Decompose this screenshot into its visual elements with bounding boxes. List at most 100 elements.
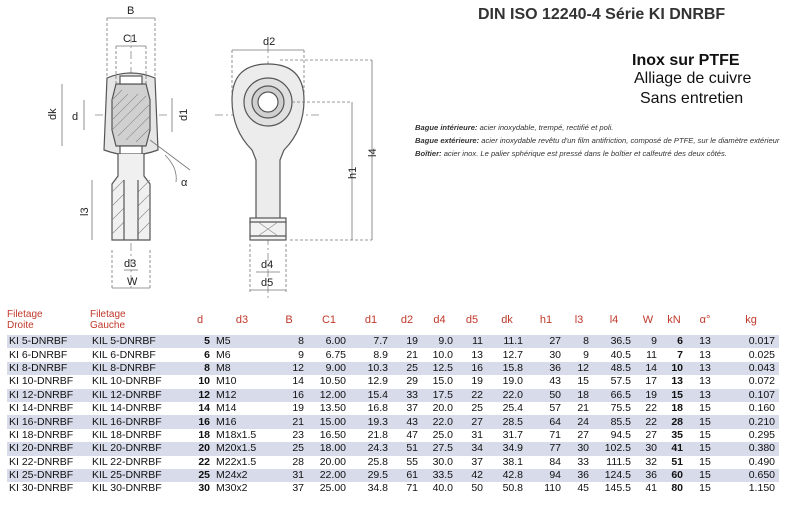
table-cell: 12 bbox=[565, 361, 593, 376]
table-cell: 13 bbox=[687, 388, 723, 402]
table-cell: 16 bbox=[270, 388, 308, 402]
table-cell: 12.00 bbox=[308, 388, 350, 402]
table-cell: 21 bbox=[406, 348, 418, 361]
table-cell: 24 bbox=[565, 415, 593, 429]
table-cell: 13 bbox=[471, 348, 483, 361]
front-view bbox=[215, 45, 373, 300]
table-cell: 38.1 bbox=[502, 455, 523, 468]
table-cell: 40.5 bbox=[610, 348, 631, 361]
table-cell: 34.8 bbox=[367, 482, 388, 495]
table-cell: 31.7 bbox=[502, 428, 523, 441]
table-cell: 47 bbox=[406, 428, 418, 441]
table-cell: 8.9 bbox=[373, 348, 388, 361]
table-cell: 145.5 bbox=[604, 482, 631, 495]
dim-label-C1: C1 bbox=[123, 33, 137, 45]
table-cell: 102.5 bbox=[593, 442, 635, 456]
table-cell: 124.5 bbox=[593, 468, 635, 483]
table-cell: 13 bbox=[699, 348, 711, 361]
table-cell: 6.00 bbox=[308, 335, 350, 349]
table-cell: M20x1.5 bbox=[214, 442, 270, 456]
table-cell: 14 bbox=[635, 361, 661, 376]
table-cell: 14 bbox=[292, 375, 304, 388]
table-cell: M18x1.5 bbox=[216, 428, 257, 441]
material-line-1: Inox sur PTFE bbox=[632, 52, 740, 69]
table-cell: 22 bbox=[645, 402, 657, 415]
description-outer-ring: Bague extérieure: acier inoxydable revêt… bbox=[415, 136, 780, 145]
table-cell: 111.5 bbox=[606, 455, 631, 468]
column-header: d3 bbox=[235, 314, 249, 326]
table-cell: 34.9 bbox=[487, 442, 527, 456]
table-cell: M14 bbox=[216, 402, 237, 415]
column-header: d2 bbox=[400, 314, 414, 326]
table-cell: 30 bbox=[635, 442, 661, 456]
table-cell: 80 bbox=[671, 482, 683, 495]
column-header: d1 bbox=[364, 314, 378, 326]
description-housing: Boîtier: acier inox. Le palier sphérique… bbox=[415, 149, 727, 158]
table-cell: KI 20-DNRBF bbox=[7, 442, 90, 456]
side-view bbox=[61, 17, 191, 290]
table-cell: KI 22-DNRBF bbox=[9, 455, 74, 468]
table-cell: 7 bbox=[677, 348, 683, 361]
column-header: h1 bbox=[539, 314, 553, 326]
table-cell: 11 bbox=[646, 348, 657, 361]
table-cell: M5 bbox=[214, 335, 270, 349]
table-cell: 50 bbox=[471, 482, 483, 495]
table-cell: 36.5 bbox=[593, 335, 635, 349]
table-cell: 94.5 bbox=[610, 428, 631, 441]
table-cell: 17.5 bbox=[422, 388, 457, 402]
table-cell: KIL 14-DNRBF bbox=[92, 402, 162, 415]
dim-label-h1: h1 bbox=[347, 167, 359, 179]
table-cell: 15 bbox=[699, 402, 711, 415]
column-header: l4 bbox=[609, 314, 619, 326]
table-cell: 9.00 bbox=[308, 361, 350, 376]
table-cell: M30x2 bbox=[216, 482, 248, 495]
table-cell: 28 bbox=[292, 455, 304, 468]
table-cell: 15 bbox=[699, 455, 711, 468]
table-cell: 25 bbox=[392, 361, 422, 376]
table-cell: 57.5 bbox=[610, 375, 631, 388]
table-cell: 36 bbox=[635, 468, 661, 483]
table-cell: 19 bbox=[292, 402, 304, 415]
table-cell: 25.4 bbox=[502, 402, 523, 415]
table-cell: 64 bbox=[527, 415, 565, 429]
column-header: C1 bbox=[321, 314, 337, 326]
table-cell: 10.0 bbox=[432, 348, 453, 361]
table-cell: 0.043 bbox=[723, 361, 779, 376]
page-title: DIN ISO 12240-4 Série KI DNRBF bbox=[478, 6, 726, 23]
table-cell: KIL 8-DNRBF bbox=[90, 361, 186, 376]
description-inner-ring: Bague intérieure: acier inoxydable, trem… bbox=[415, 123, 614, 132]
table-cell: 75.5 bbox=[610, 402, 631, 415]
table-cell: 25 bbox=[471, 402, 483, 415]
table-cell: KI 8-DNRBF bbox=[7, 361, 90, 376]
table-cell: 0.160 bbox=[748, 402, 775, 415]
technical-drawing: B C1 d2 dk d d1 α l3 d3 W h1 l4 d4 d5 bbox=[47, 5, 379, 300]
table-cell: 37 bbox=[406, 402, 418, 415]
table-cell: 22 bbox=[457, 388, 487, 402]
table-cell: 29.5 bbox=[350, 468, 392, 483]
table-cell: 13 bbox=[671, 375, 683, 388]
material-description: Bague intérieure: acier inoxydable, trem… bbox=[415, 121, 800, 160]
table-cell: 17 bbox=[645, 375, 657, 388]
table-cell: M16 bbox=[214, 415, 270, 429]
table-cell: KIL 30-DNRBF bbox=[92, 482, 162, 495]
table-cell: KI 10-DNRBF bbox=[9, 375, 74, 388]
table-cell: 16.50 bbox=[319, 428, 346, 441]
table-cell: 12.7 bbox=[502, 348, 523, 361]
table-cell: 6 bbox=[204, 348, 210, 361]
table-cell: 12 bbox=[186, 388, 214, 402]
dim-label-B: B bbox=[127, 5, 134, 17]
table-cell: 13 bbox=[699, 375, 711, 388]
table-cell: 10 bbox=[661, 361, 687, 376]
table-cell: M12 bbox=[214, 388, 270, 402]
table-cell: 11 bbox=[457, 335, 487, 349]
table-cell: 21 bbox=[270, 415, 308, 429]
table-cell: 0.107 bbox=[723, 388, 779, 402]
table-cell: 12.9 bbox=[367, 375, 388, 388]
table-cell: 22 bbox=[635, 415, 661, 429]
